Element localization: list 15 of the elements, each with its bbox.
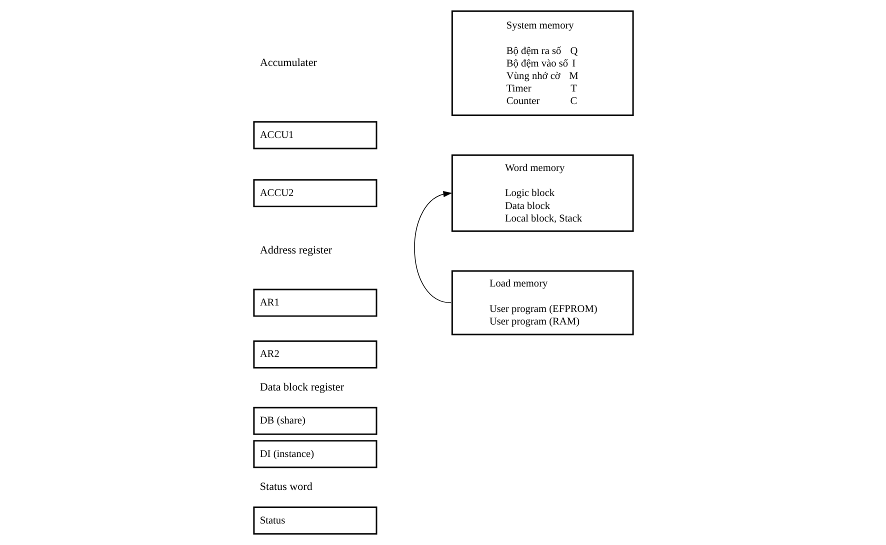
arrow <box>414 191 452 304</box>
node-box: ACCU1 <box>252 121 377 150</box>
label: Status word <box>259 480 312 493</box>
node-box: DI (instance) <box>252 440 377 468</box>
label: Address register <box>259 244 332 257</box>
node-box: Load memory User program (EFPROM) User program (RAM) <box>450 270 634 336</box>
node-box: Status <box>252 506 377 535</box>
node-box: ACCU2 <box>252 179 377 208</box>
node-box: AR2 <box>252 340 377 368</box>
label: Accumulater <box>259 56 316 69</box>
node-box: System memory Bộ đệm ra số Q Bộ đệm vào số I Vùng nhớ cờ M Timer T Counter C <box>450 10 634 116</box>
label: Data block register <box>259 381 344 394</box>
node-box: Word memory Logic block Data block Local block, Stack <box>450 154 634 232</box>
node-box: AR1 <box>252 288 377 317</box>
node-box: DB (share) <box>252 406 377 435</box>
